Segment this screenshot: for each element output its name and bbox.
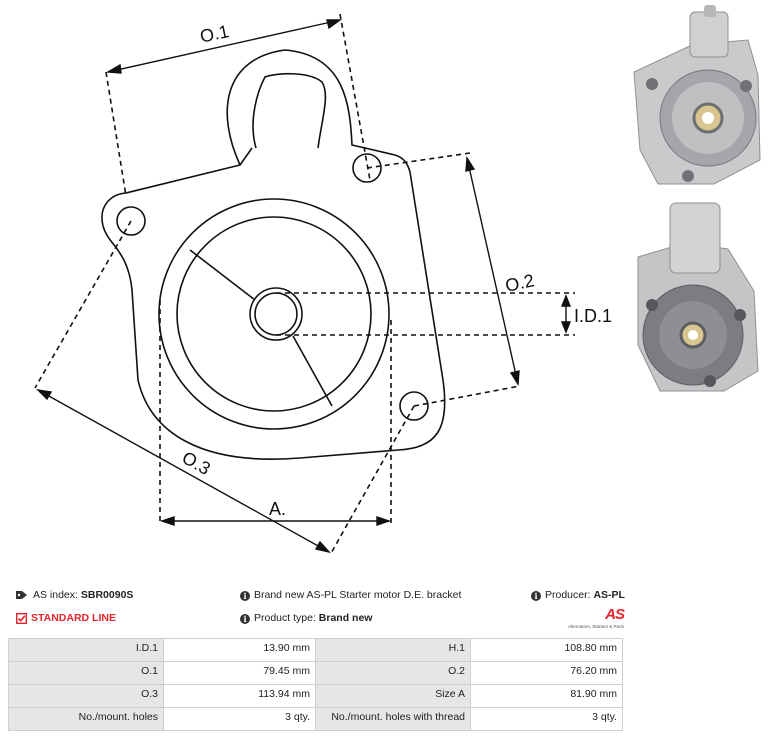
spec-value-right: 3 qty.	[470, 707, 623, 731]
as-index-label: AS index:	[33, 589, 78, 601]
producer-logo: AS Alternators, Starters & Parts	[562, 606, 625, 632]
technical-drawing: O.1 O.2 O.3 I.D.1 A.	[34, 13, 612, 556]
product-line-label: STANDARD LINE	[31, 612, 116, 624]
info-icon: i	[531, 591, 541, 601]
product-type-value: Brand new	[318, 612, 373, 624]
spec-value-right: 81.90 mm	[470, 684, 623, 708]
label-a: A.	[269, 499, 286, 519]
tag-icon	[16, 591, 27, 600]
producer-logo-mark: AS	[605, 606, 625, 623]
mount-hole-left	[116, 206, 146, 236]
bracket-outline	[101, 49, 446, 460]
producer-label: Producer:	[545, 589, 591, 601]
description-text: Brand new AS-PL Starter motor D.E. brack…	[254, 589, 462, 601]
spec-value-left: 113.94 mm	[163, 684, 316, 708]
spec-label-right: Size A	[315, 684, 471, 708]
label-o2: O.2	[503, 270, 536, 296]
label-o1: O.1	[198, 21, 231, 47]
producer-logo-tagline: Alternators, Starters & Parts	[567, 624, 624, 629]
product-photo-back	[630, 195, 769, 410]
outer-circle	[158, 198, 390, 430]
info-icon: i	[240, 614, 250, 624]
bore-inner	[254, 292, 298, 336]
product-type-label: Product type:	[254, 612, 316, 624]
spec-value-right: 108.80 mm	[470, 638, 623, 662]
spec-label-left: No./mount. holes	[8, 707, 164, 731]
spec-value-left: 13.90 mm	[163, 638, 316, 662]
label-id1: I.D.1	[574, 306, 612, 326]
as-index: AS index: SBR0090S	[16, 588, 133, 602]
product-type: i Product type: Brand new	[240, 611, 372, 625]
spec-label-left: O.1	[8, 661, 164, 685]
product-line: STANDARD LINE	[16, 611, 116, 625]
spec-label-right: O.2	[315, 661, 471, 685]
info-icon: i	[240, 591, 250, 601]
producer: i Producer: AS-PL	[531, 588, 625, 602]
bore-outer	[249, 287, 303, 341]
spec-value-right: 76.20 mm	[470, 661, 623, 685]
inner-circle	[176, 216, 372, 412]
producer-value: AS-PL	[593, 589, 625, 601]
spec-label-right: No./mount. holes with thread	[315, 707, 471, 731]
spec-value-left: 3 qty.	[163, 707, 316, 731]
mount-hole-top	[352, 153, 382, 183]
bracket-loop-inner	[252, 72, 327, 149]
label-o3: O.3	[179, 447, 214, 479]
description: i Brand new AS-PL Starter motor D.E. brac…	[240, 588, 461, 602]
spec-label-left: I.D.1	[8, 638, 164, 662]
mount-hole-bottom	[399, 391, 429, 421]
spec-label-right: H.1	[315, 638, 471, 662]
as-index-value: SBR0090S	[80, 589, 134, 601]
product-photo-front	[630, 0, 769, 195]
spec-label-left: O.3	[8, 684, 164, 708]
checkbox-icon	[16, 612, 27, 624]
spec-value-left: 79.45 mm	[163, 661, 316, 685]
